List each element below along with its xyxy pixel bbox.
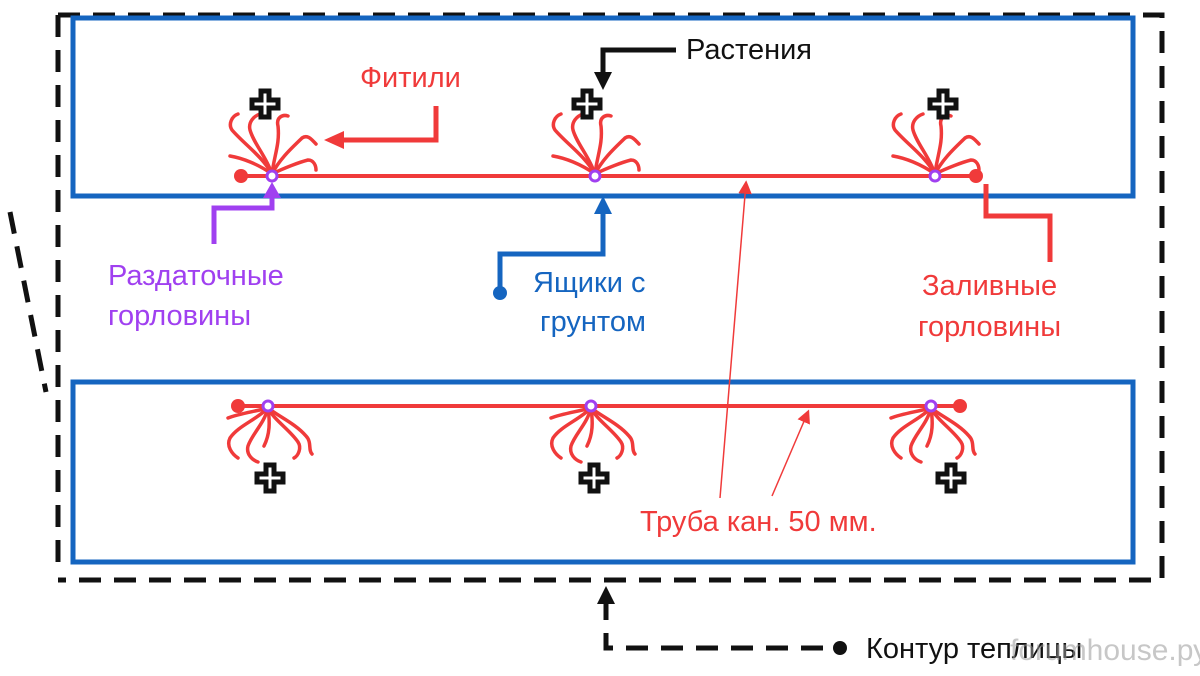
callout-outlets	[211, 182, 281, 244]
pipe-top	[234, 169, 983, 183]
inlet-top-left	[234, 169, 248, 183]
inlet-top-right	[969, 169, 983, 183]
soil-box-bottom	[70, 379, 1136, 565]
label-boxes-line1: Ящики с	[533, 267, 646, 299]
outlets	[261, 169, 942, 413]
callout-pipe	[719, 180, 810, 499]
watermark: forumhouse.ру	[1010, 634, 1200, 667]
callout-contour	[597, 586, 847, 655]
inlet-bottom-right	[953, 399, 967, 413]
wicks-bottom	[226, 406, 977, 464]
callout-plants	[594, 47, 676, 90]
label-boxes-line2: грунтом	[540, 306, 646, 338]
inlet-bottom-left	[231, 399, 245, 413]
pipe-bottom	[231, 399, 967, 413]
label-contour: Контур теплицы	[866, 633, 1083, 665]
label-outlets-line1: Раздаточные	[108, 260, 284, 292]
callout-inlets	[983, 184, 1053, 262]
label-pipe: Труба кан. 50 мм.	[640, 506, 877, 538]
label-inlets-line1: Заливные	[922, 270, 1058, 302]
callout-boxes	[493, 196, 612, 300]
label-wicks: Фитили	[360, 62, 461, 94]
label-outlets-line2: горловины	[108, 300, 252, 332]
label-plants: Растения	[686, 34, 813, 66]
callout-wicks	[324, 106, 439, 149]
greenhouse-contour	[7, 12, 1165, 583]
label-inlets-line2: горловины	[918, 311, 1062, 343]
